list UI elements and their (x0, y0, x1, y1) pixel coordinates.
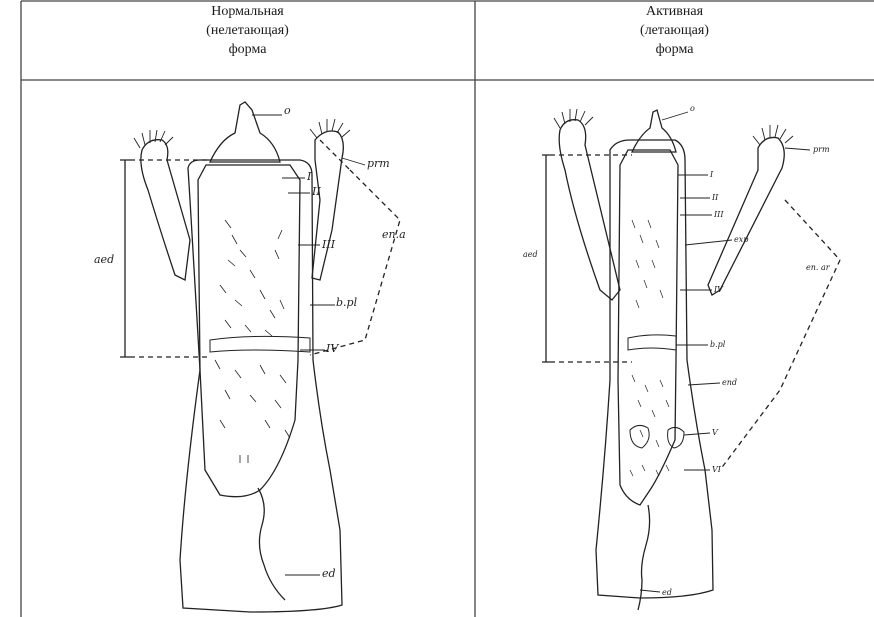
right-label-III: III (714, 210, 723, 219)
left-label-en-a: en.a (382, 228, 406, 241)
right-label-exp: exp (734, 235, 748, 244)
left-aed-bracket (120, 160, 130, 357)
header-active-line-1: Активная (475, 2, 874, 21)
left-leaders (252, 115, 365, 575)
right-outer-body (596, 140, 713, 598)
right-head-structure (632, 110, 676, 152)
left-paramere-left (141, 140, 190, 280)
left-label-aed: aed (94, 253, 114, 266)
right-basal-plate (628, 335, 676, 350)
header-normal-line-1: Нормальная (20, 2, 475, 21)
figure-canvas (20, 0, 874, 617)
left-label-III: III (322, 238, 335, 251)
header-active-line-2: (летающая) (475, 21, 874, 40)
left-label-IV: IV (326, 342, 338, 355)
right-label-V: V (712, 428, 718, 437)
right-aed-bracket (542, 155, 550, 362)
left-head-structure (210, 102, 280, 162)
left-basal-plate (210, 336, 310, 352)
left-label-II: II (312, 185, 321, 198)
right-label-end: end (722, 378, 737, 387)
header-active-form: Активная (летающая) форма (475, 2, 874, 80)
left-bristles-right (310, 119, 350, 138)
right-label-en-ar: en. ar (806, 263, 830, 272)
right-paramere-left (559, 120, 620, 300)
header-normal-form: Нормальная (нелетающая) форма (20, 2, 475, 80)
header-normal-line-2: (нелетающая) (20, 21, 475, 40)
right-inner-tube (618, 150, 678, 505)
right-organ-right (668, 427, 684, 448)
right-dashed (550, 155, 840, 470)
left-label-ed: ed (322, 567, 336, 580)
left-label-I: I (307, 170, 311, 183)
table-grid (21, 1, 874, 617)
right-label-II: II (712, 193, 718, 202)
left-label-o: o (284, 104, 291, 117)
right-leaders (640, 112, 810, 592)
right-label-IV: IV (714, 285, 723, 294)
right-organ-left (630, 425, 649, 448)
right-bristles-left (554, 109, 593, 128)
left-spines (215, 220, 290, 463)
right-label-b-pl: b.pl (710, 340, 725, 349)
left-paramere-right (312, 131, 343, 280)
normal-form-diagram (120, 102, 400, 612)
right-label-prm: prm (813, 145, 830, 154)
left-ejac-duct (258, 488, 285, 600)
right-label-o: o (690, 104, 695, 113)
left-label-prm: prm (367, 157, 390, 170)
right-bristles-right (753, 125, 793, 145)
header-normal-line-3: форма (20, 40, 475, 59)
active-form-diagram (542, 109, 840, 610)
left-inner-tube (198, 165, 300, 497)
right-ejac-duct (638, 505, 650, 610)
right-label-VI: VI (712, 465, 721, 474)
header-active-line-3: форма (475, 40, 874, 59)
right-label-aed: aed (523, 250, 538, 259)
right-label-I: I (710, 170, 713, 179)
left-label-b-pl: b.pl (336, 296, 357, 309)
comparison-table: Нормальная (нелетающая) форма Активная (… (20, 0, 874, 617)
right-label-ed: ed (662, 588, 672, 597)
